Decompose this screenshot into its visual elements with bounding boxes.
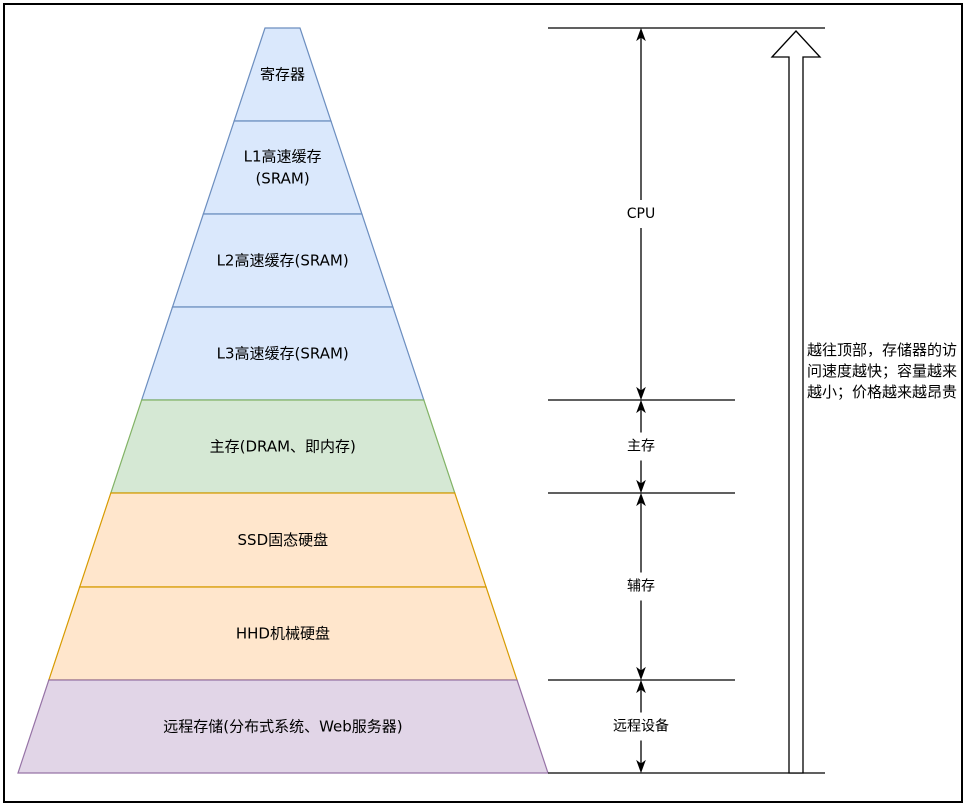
level-shape	[202, 120, 363, 215]
pyramid-level: L3高速缓存(SRAM)	[140, 306, 425, 401]
frame-border	[3, 3, 963, 803]
range-group: 远程设备	[613, 679, 669, 774]
pyramid-level: 寄存器	[233, 27, 332, 122]
range-label: 远程设备	[613, 718, 669, 735]
level-label: L3高速缓存(SRAM)	[217, 345, 349, 363]
level-label: (SRAM)	[255, 170, 309, 188]
level-label: 主存(DRAM、即内存)	[210, 438, 356, 456]
hierarchy-note: 越往顶部，存储器的访问速度越快；容量越来越小；价格越来越昂贵	[807, 341, 958, 401]
arrow-up-icon	[636, 492, 646, 507]
level-label: 寄存器	[260, 66, 305, 84]
range-group: CPU	[627, 27, 655, 401]
range-label: 辅存	[627, 579, 655, 595]
level-label: L2高速缓存(SRAM)	[217, 252, 349, 270]
pyramid-level: SSD固态硬盘	[78, 492, 487, 588]
range-group: 辅存	[627, 492, 655, 681]
level-label: L1高速缓存	[244, 148, 322, 166]
up-arrow-icon	[770, 30, 822, 774]
arrow-up-icon	[636, 679, 646, 694]
pyramid-level: 远程存储(分布式系统、Web服务器)	[17, 679, 549, 774]
pyramid-level: HHD机械硬盘	[48, 586, 518, 681]
pyramid-level: L2高速缓存(SRAM)	[171, 213, 394, 308]
arrow-down-icon	[636, 386, 646, 401]
arrow-up-icon	[636, 399, 646, 414]
arrow-up-icon	[636, 27, 646, 42]
range-label: 主存	[627, 439, 655, 455]
range-label: CPU	[627, 206, 655, 222]
level-label: HHD机械硬盘	[236, 625, 330, 643]
arrow-down-icon	[636, 759, 646, 774]
range-group: 主存	[627, 399, 655, 494]
level-label: 远程存储(分布式系统、Web服务器)	[163, 718, 402, 736]
arrow-down-icon	[636, 479, 646, 494]
pyramid: 寄存器 L1高速缓存 (SRAM) L2高速缓存(SRAM) L3高速缓存(SRAM) 主…	[17, 27, 549, 774]
pyramid-level: L1高速缓存 (SRAM)	[202, 120, 363, 215]
arrow-down-icon	[636, 666, 646, 681]
pyramid-level: 主存(DRAM、即内存)	[110, 399, 456, 494]
level-label: SSD固态硬盘	[238, 531, 329, 549]
